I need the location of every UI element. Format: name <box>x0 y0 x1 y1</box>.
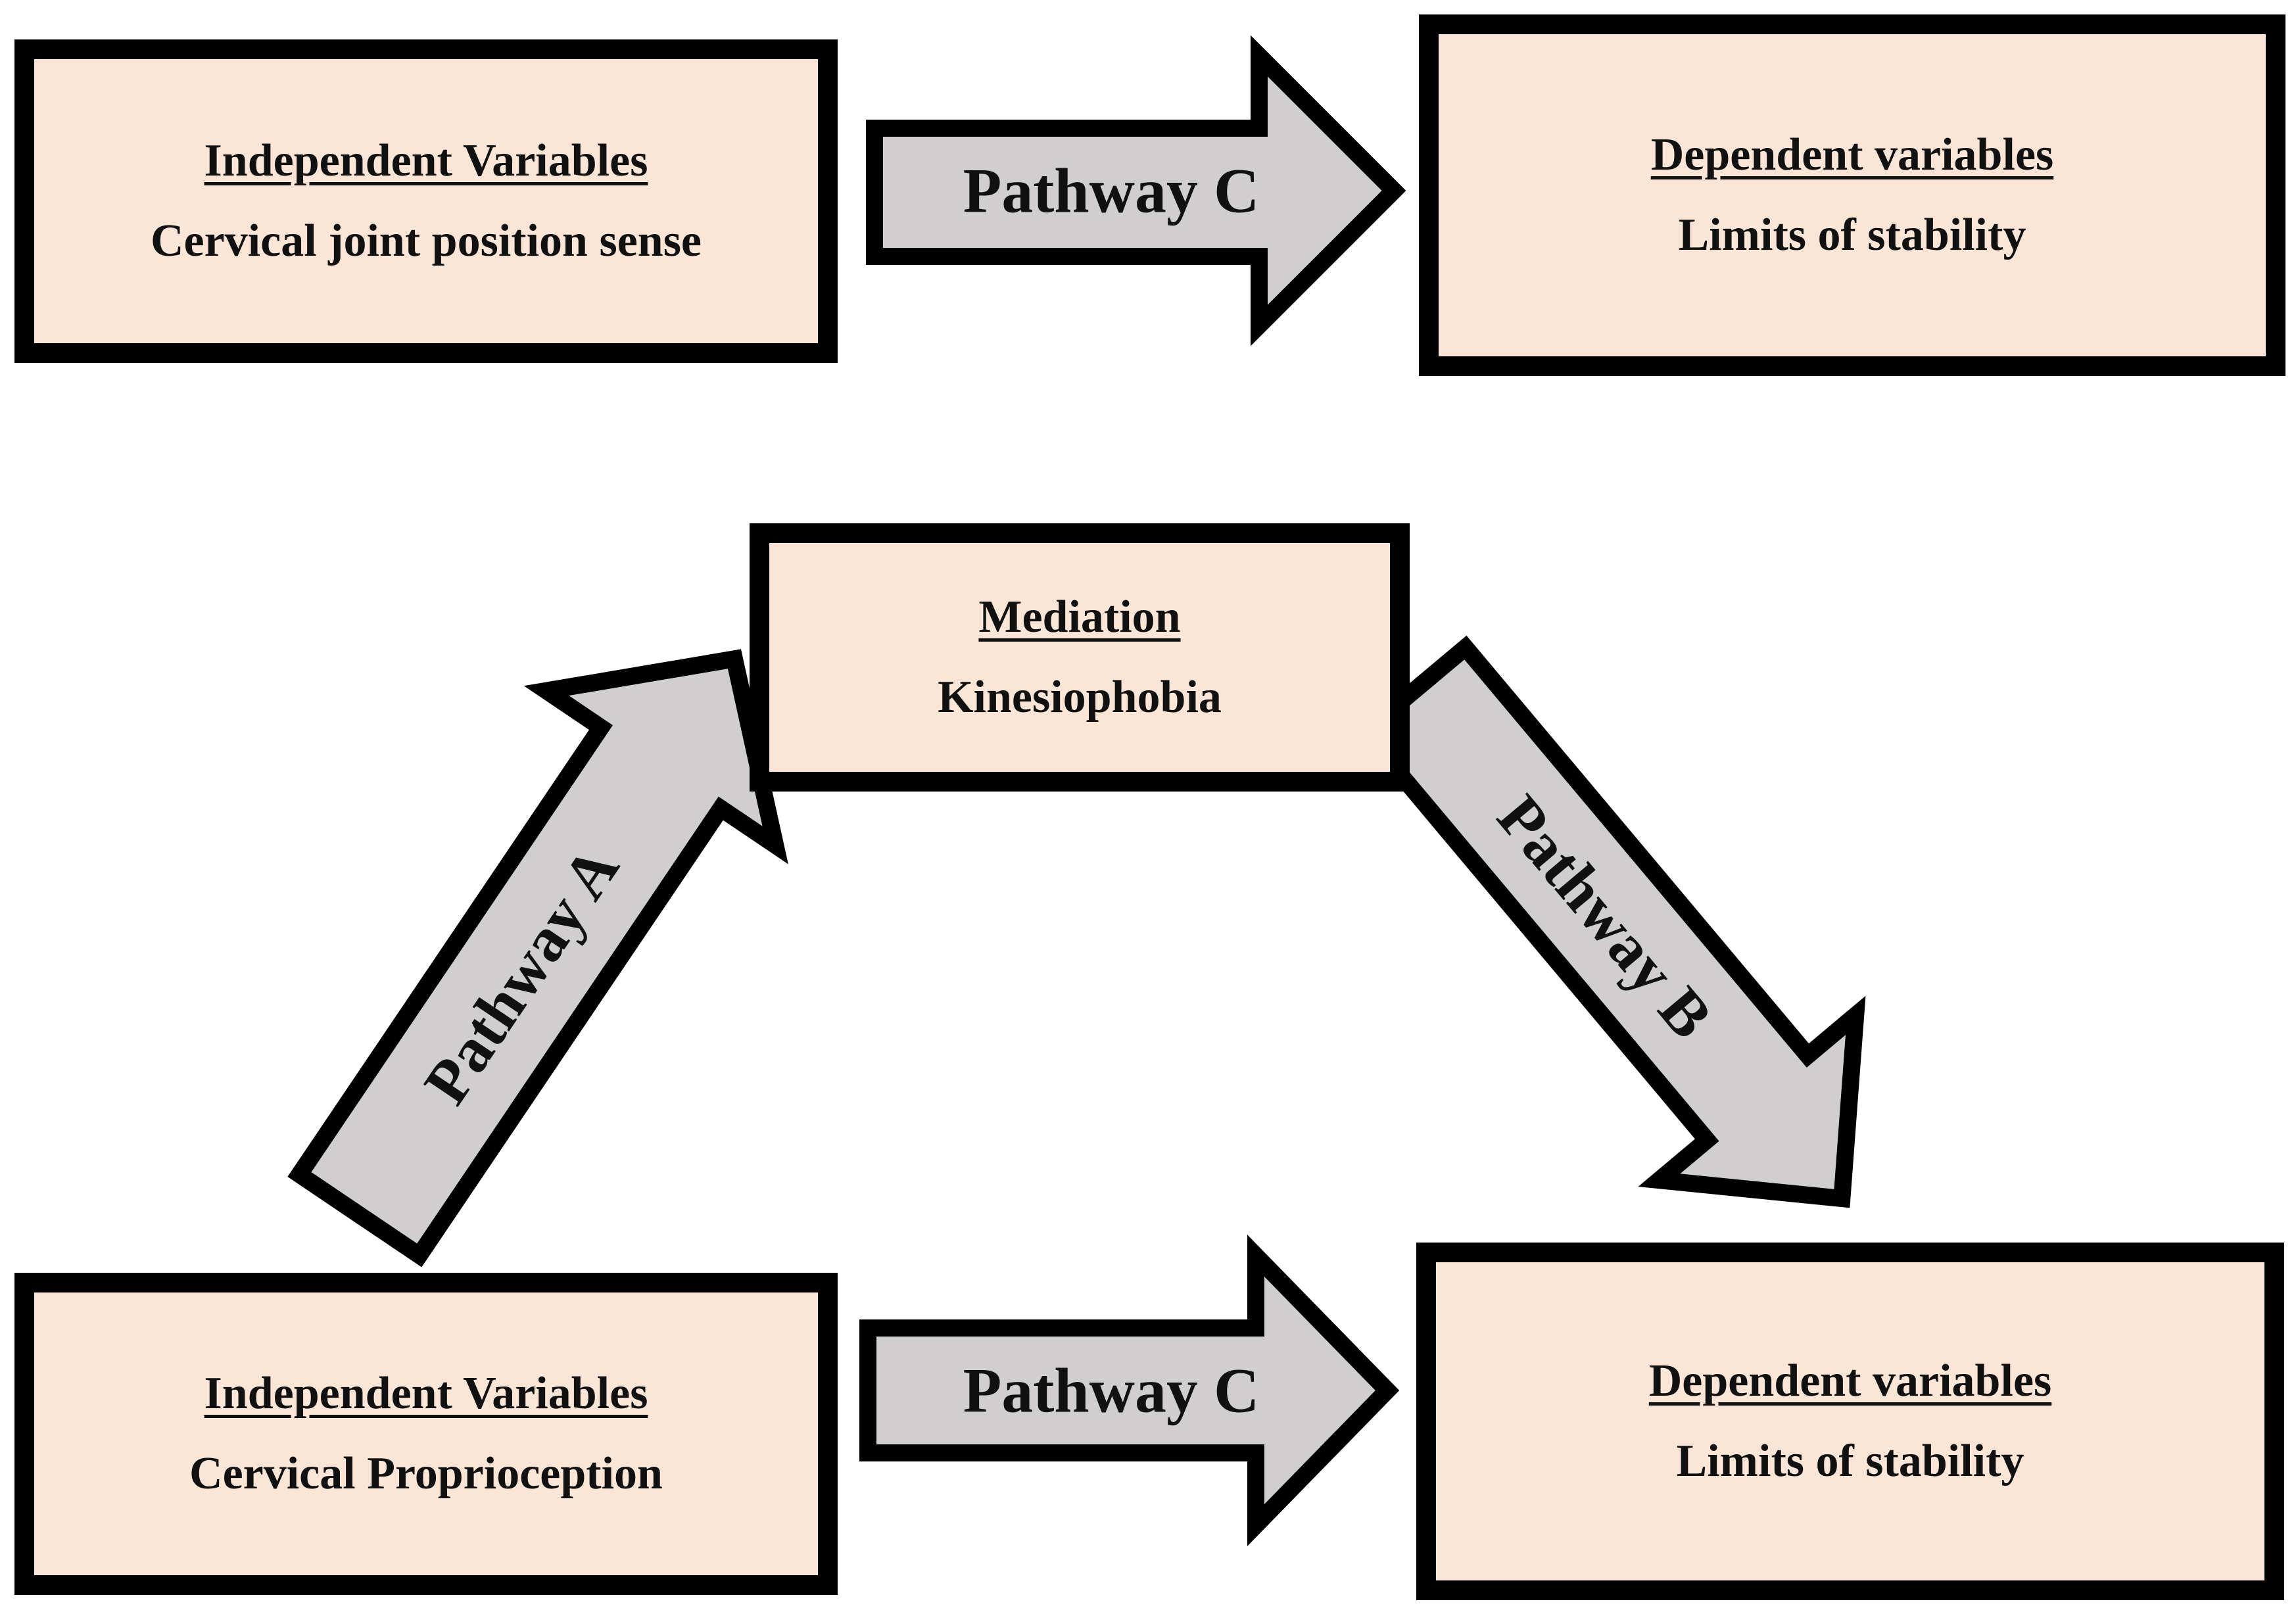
pathway-c-top-label: Pathway C <box>963 156 1260 226</box>
pathway-c-top-arrow: Pathway C <box>866 35 1406 346</box>
dependent-variables-box-top: Dependent variables Limits of stability <box>1419 14 2285 376</box>
box-heading: Dependent variables <box>1650 130 2054 180</box>
box-content: Limits of stability <box>1678 210 2026 260</box>
pathway-b-arrow: Pathway B <box>1352 635 1866 1208</box>
pathway-c-bottom-arrow: Pathway C <box>859 1235 1400 1546</box>
box-content: Limits of stability <box>1676 1436 2024 1486</box>
pathway-c-bottom-label: Pathway C <box>963 1356 1260 1426</box>
mediation-box: Mediation Kinesiophobia <box>750 523 1410 792</box>
independent-variables-box-top: Independent Variables Cervical joint pos… <box>14 39 838 363</box>
independent-variables-box-bottom: Independent Variables Cervical Proprioce… <box>14 1273 838 1595</box>
box-content: Cervical Proprioception <box>189 1448 663 1499</box>
box-heading: Independent Variables <box>204 135 648 186</box>
box-heading: Dependent variables <box>1648 1356 2052 1406</box>
box-content: Kinesiophobia <box>938 672 1222 723</box>
pathway-a-arrow: Pathway A <box>287 649 788 1268</box>
box-content: Cervical joint position sense <box>150 216 702 266</box>
dependent-variables-box-bottom: Dependent variables Limits of stability <box>1416 1243 2284 1600</box>
box-heading: Independent Variables <box>204 1368 648 1419</box>
box-heading: Mediation <box>978 592 1181 642</box>
